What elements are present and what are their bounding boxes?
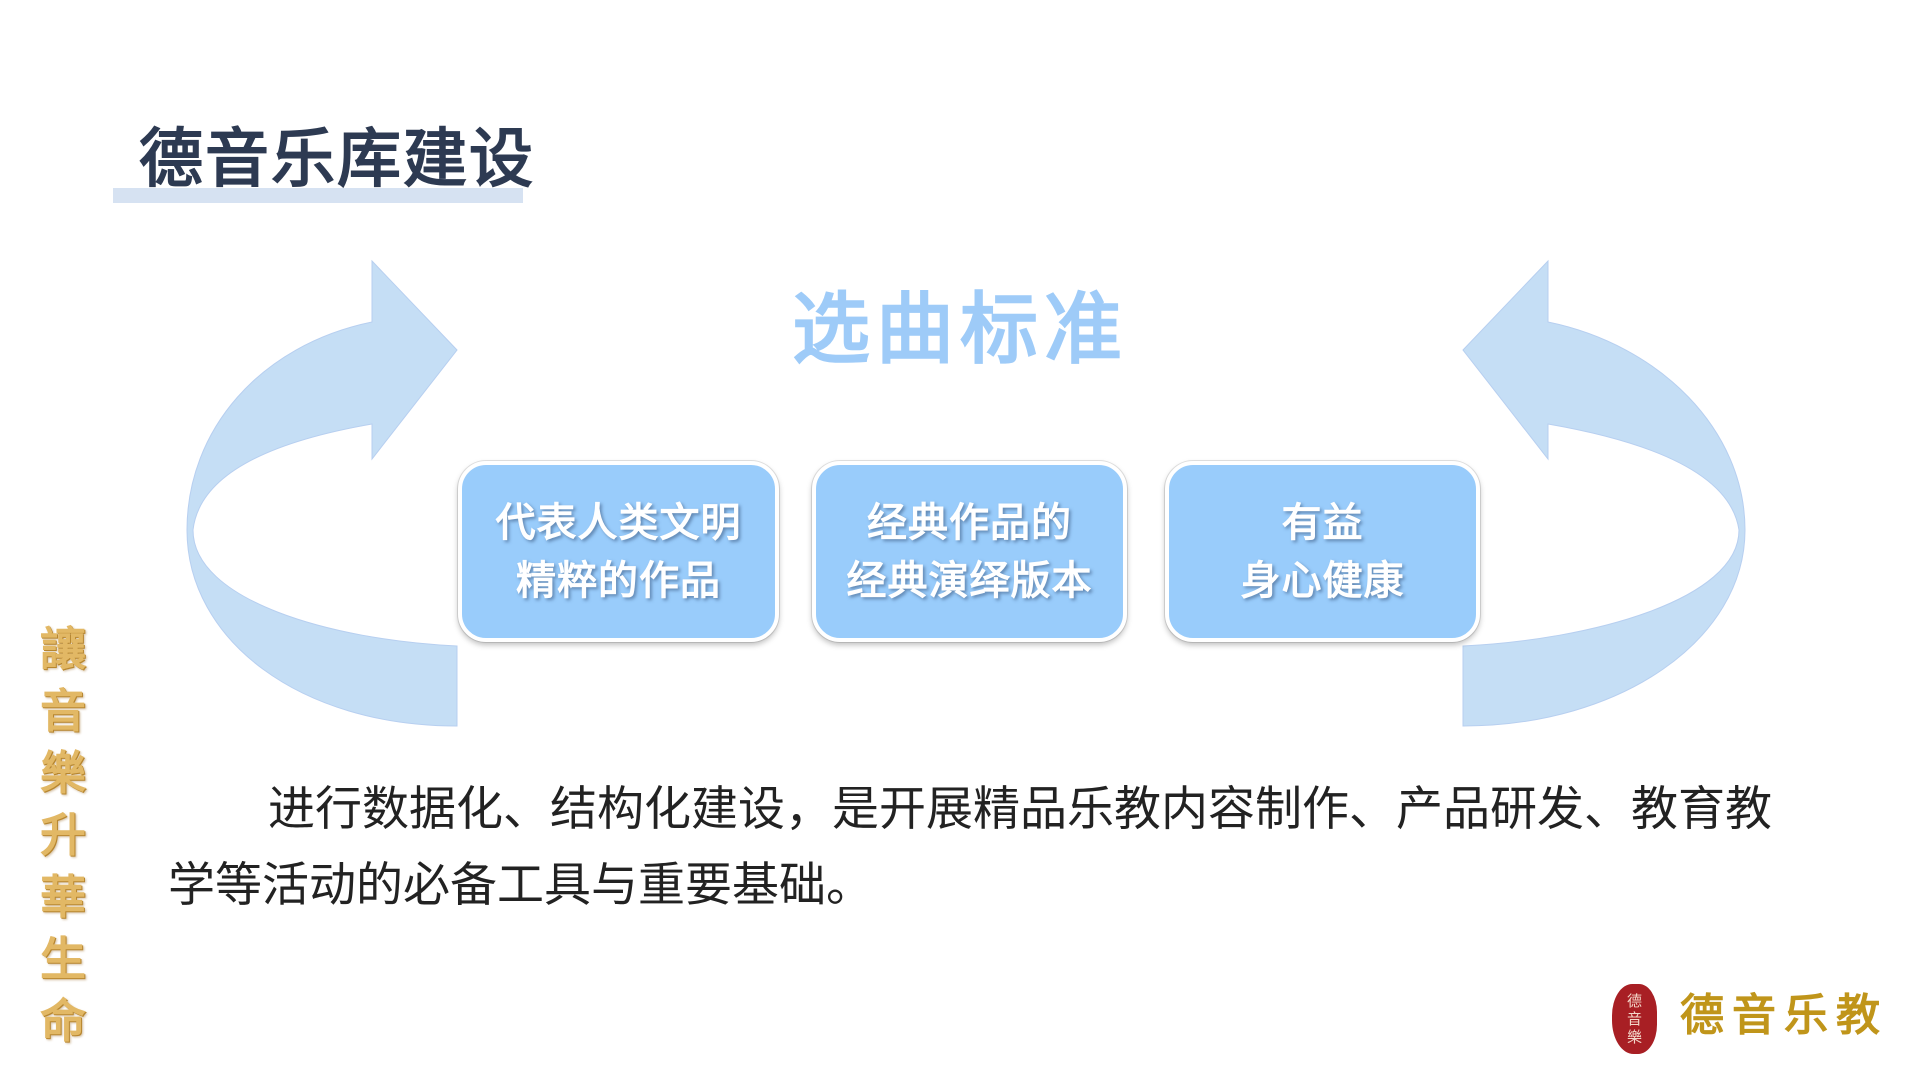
motto-char: 華 <box>40 870 86 924</box>
title-underline <box>113 188 523 203</box>
criterion-line: 精粹的作品 <box>516 557 721 604</box>
seal-logo-icon: 德 音 樂 <box>1612 984 1657 1054</box>
vertical-motto: 讓 音 樂 升 華 生 命 <box>36 618 90 1052</box>
page-title: 德音乐库建设 <box>139 123 535 197</box>
criterion-box: 代表人类文明 精粹的作品 <box>458 461 779 642</box>
criterion-line: 身心健康 <box>1240 557 1405 604</box>
criterion-box: 有益 身心健康 <box>1165 461 1480 642</box>
motto-char: 音 <box>40 684 86 738</box>
brand-name: 德音乐教 <box>1680 990 1888 1041</box>
criterion-line: 经典演绎版本 <box>846 557 1093 604</box>
section-heading: 选曲标准 <box>791 285 1128 375</box>
motto-char: 樂 <box>40 746 86 800</box>
seal-char: 樂 <box>1626 1028 1642 1046</box>
description-paragraph: 进行数据化、结构化建设，是开展精品乐教内容制作、产品研发、教育教学等活动的必备工… <box>168 782 1772 913</box>
criterion-line: 代表人类文明 <box>495 499 742 546</box>
criterion-box: 经典作品的 经典演绎版本 <box>812 461 1127 642</box>
motto-char: 升 <box>40 808 86 862</box>
motto-char: 讓 <box>40 622 86 676</box>
criterion-line: 经典作品的 <box>867 499 1072 546</box>
right-curved-arrow-icon <box>1462 259 1746 727</box>
seal-char: 音 <box>1626 1010 1642 1028</box>
seal-char: 德 <box>1626 992 1642 1010</box>
left-curved-arrow-icon <box>186 259 458 727</box>
motto-char: 命 <box>40 994 86 1048</box>
criterion-line: 有益 <box>1281 499 1364 546</box>
motto-char: 生 <box>40 932 86 986</box>
